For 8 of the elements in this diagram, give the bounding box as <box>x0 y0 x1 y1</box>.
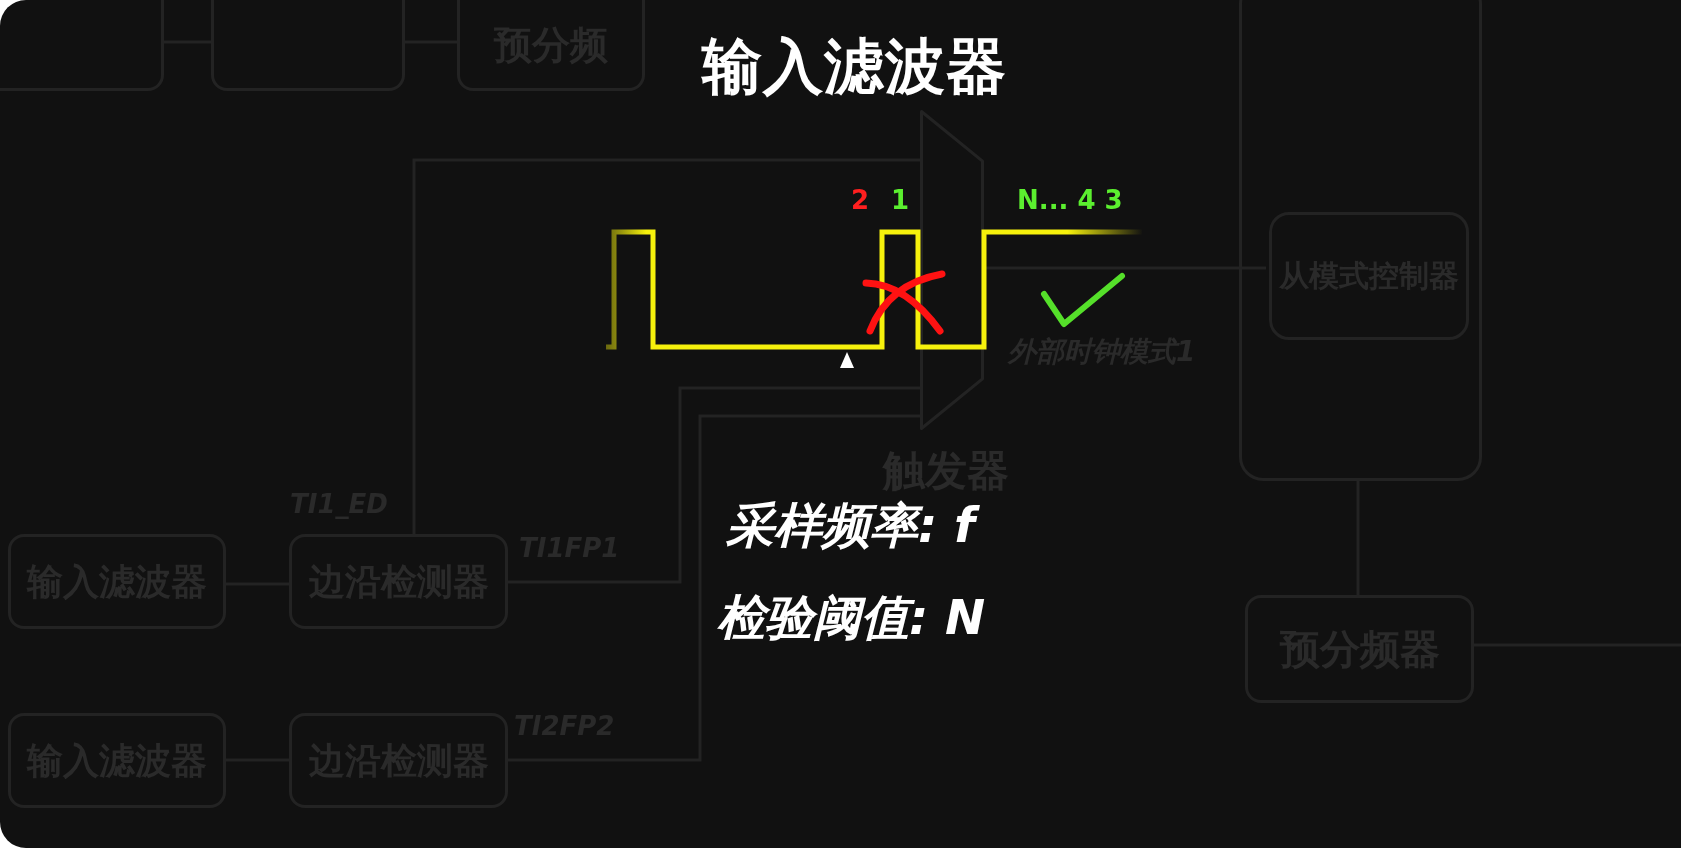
process-box <box>0 0 164 91</box>
sample-number: 1 <box>891 185 910 217</box>
diagram-title: 输入滤波器 <box>702 32 1007 101</box>
sample-number: N... 4 3 <box>1017 185 1123 217</box>
connector-line <box>412 158 920 534</box>
parameter-text: 检验阈值: N <box>716 589 987 647</box>
parameter-text: 采样频率: f <box>722 497 985 555</box>
sample-number: 2 <box>851 185 870 217</box>
